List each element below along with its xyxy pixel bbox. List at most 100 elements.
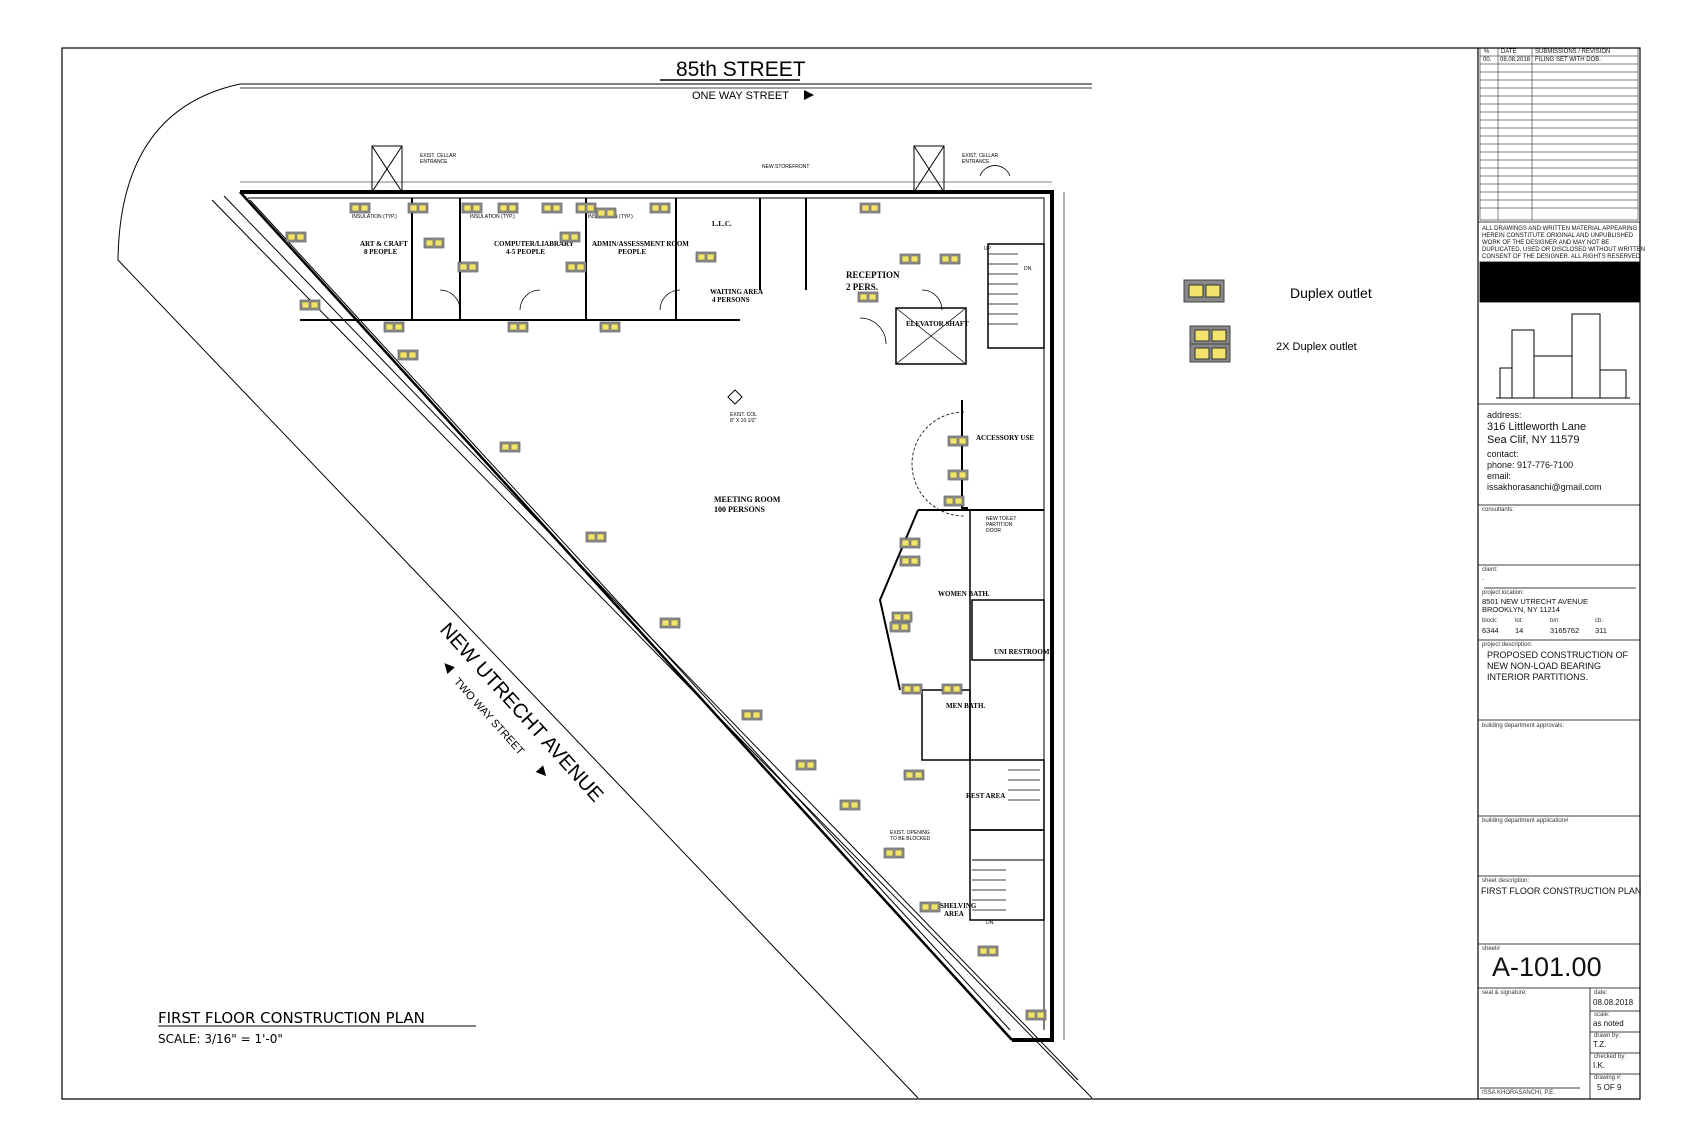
outlet-marker	[457, 261, 479, 273]
title-block-frame	[1477, 48, 1641, 1099]
outlet-marker	[499, 441, 521, 453]
date-label: date:	[1594, 990, 1608, 996]
block-value: 6344	[1482, 626, 1499, 635]
note-partition-3: DOOR	[986, 528, 1001, 534]
location-label: project location:	[1482, 590, 1525, 596]
room-waiting-name: WAITING AREA	[710, 288, 763, 296]
room-men-name: MEN BATH.	[946, 702, 985, 710]
arrow-right-icon	[804, 90, 814, 100]
street-new-utrecht-name: NEW UTRECHT AVENUE	[435, 619, 607, 807]
cellar-entrance-right	[913, 145, 945, 193]
room-labels: ART & CRAFT 8 PEOPLE COMPUTER/LIABRARY 4…	[360, 220, 1050, 918]
room-computer-name: COMPUTER/LIABRARY	[494, 240, 574, 248]
contact-label: contact:	[1487, 449, 1519, 459]
room-unisex-name: UNI RESTROOM	[994, 648, 1050, 656]
room-accessory-name: ACCESSORY USE	[976, 434, 1034, 442]
outlet-marker	[947, 469, 969, 481]
email-label: email:	[1487, 471, 1512, 481]
rev-row-date: 08.08.2018	[1500, 57, 1531, 63]
outlet-marker	[565, 261, 587, 273]
room-shelving-area: AREA	[944, 910, 964, 918]
plan-title-block: FIRST FLOOR CONSTRUCTION PLAN SCALE: 3/1…	[158, 1009, 476, 1046]
note-cellar-left-2: ENTRANCE	[420, 159, 448, 165]
street-85th-name: 85th STREET	[676, 58, 806, 81]
building-outline	[239, 181, 1065, 1042]
note-opening-1: EXIST. OPENING	[890, 830, 930, 836]
rev-header-num: %	[1484, 49, 1490, 55]
outlet-marker	[1025, 1009, 1047, 1021]
room-llc-name: L.L.C.	[712, 220, 732, 228]
location-line-1: 8501 NEW UTRECHT AVENUE	[1482, 597, 1588, 606]
outlet-marker	[795, 759, 817, 771]
rev-row-num: 00.	[1483, 57, 1492, 63]
address-line-1: 316 Littleworth Lane	[1487, 421, 1587, 433]
note-storefront: NEW STOREFRONT	[762, 164, 809, 170]
rev-header-desc: SUBMISSIONS / REVISION	[1535, 49, 1611, 55]
outlet-marker	[285, 231, 307, 243]
arrow-left-icon	[444, 663, 455, 674]
description-line-2: NEW NON-LOAD BEARING	[1487, 661, 1602, 671]
note-opening-2: TO BE BLOCKED	[890, 836, 931, 842]
outlet-marker	[839, 799, 861, 811]
plan-scale: SCALE: 3/16" = 1'-0"	[158, 1032, 283, 1046]
outlet-marker	[649, 202, 671, 214]
copyright-line-3: WORK OF THE DESIGNER AND MAY NOT BE	[1482, 240, 1610, 246]
phone-text: phone: 917-776-7100	[1487, 460, 1574, 470]
drawn-value: T.Z.	[1593, 1040, 1607, 1049]
arrow-right-icon	[535, 765, 547, 777]
outlet-marker	[939, 253, 961, 265]
legend-duplex-label: Duplex outlet	[1290, 285, 1372, 301]
outlet-marker	[595, 207, 617, 219]
revision-table-grid	[1479, 47, 1639, 221]
outlet-marker	[883, 847, 905, 859]
copyright-line-2: HEREIN CONSTITUTE ORIGINAL AND UNPUBLISH…	[1482, 233, 1634, 239]
room-reception-name: RECEPTION	[846, 270, 900, 280]
description-label: project description:	[1482, 642, 1533, 648]
column-marker	[727, 389, 743, 405]
street-85th: 85th STREET ONE WAY STREET	[240, 58, 1092, 102]
sheet-desc-text: FIRST FLOOR CONSTRUCTION PLAN	[1481, 886, 1642, 896]
outlet-marker	[423, 237, 445, 249]
plan-notes: EXIST. CELLAR ENTRANCE EXIST. CELLAR ENT…	[352, 153, 1033, 926]
room-elevator-name: ELEVATOR SHAFT	[906, 320, 969, 328]
plan-title: FIRST FLOOR CONSTRUCTION PLAN	[158, 1009, 425, 1027]
legend-double-duplex-label: 2X Duplex outlet	[1276, 341, 1357, 353]
outlet-marker	[947, 435, 969, 447]
note-partition-1: NEW TOILET	[986, 516, 1016, 522]
note-dn-2: DN.	[986, 920, 995, 926]
outlet-marker	[977, 945, 999, 957]
legend: Duplex outlet 2X Duplex outlet	[1183, 279, 1372, 363]
outlet-marker	[299, 299, 321, 311]
checked-label: checked by:	[1594, 1054, 1627, 1060]
street-85th-direction: ONE WAY STREET	[692, 90, 789, 102]
note-cellar-right-2: ENTRANCE	[962, 159, 990, 165]
outlet-marker	[943, 495, 965, 507]
outlet-marker	[541, 202, 563, 214]
room-waiting-capacity: 4 PERSONS	[712, 296, 750, 304]
room-admin-capacity: PEOPLE	[618, 248, 646, 256]
bin-label: bin:	[1550, 618, 1560, 624]
outlet-marker	[585, 531, 607, 543]
room-computer-capacity: 4-5 PEOPLE	[506, 248, 545, 256]
room-reception-capacity: 2 PERS.	[846, 282, 878, 292]
outlet-marker	[507, 321, 529, 333]
drawing-label: drawing #:	[1594, 1075, 1622, 1081]
client-label: client:	[1482, 567, 1498, 573]
bin-value: 3165762	[1550, 626, 1580, 635]
description-line-3: INTERIOR PARTITIONS.	[1487, 672, 1589, 682]
sheet-num-label: sheet#	[1482, 946, 1501, 952]
street-new-utrecht: NEW UTRECHT AVENUE TWO WAY STREET	[435, 619, 607, 807]
stairs	[972, 253, 1040, 911]
outlet-marker	[741, 709, 763, 721]
outlet-marker	[575, 202, 597, 214]
checked-value: I.K.	[1593, 1061, 1606, 1070]
lot-value: 14	[1515, 626, 1524, 635]
room-shelving-name: SHELVING	[940, 902, 977, 910]
address-line-2: Sea Clif, NY 11579	[1487, 434, 1580, 446]
cb-label: cb:	[1595, 618, 1604, 624]
block-label: block:	[1482, 618, 1498, 624]
outlet-marker	[859, 202, 881, 214]
drawing-value: 5 OF 9	[1597, 1083, 1622, 1092]
interior-partitions	[300, 198, 1045, 921]
